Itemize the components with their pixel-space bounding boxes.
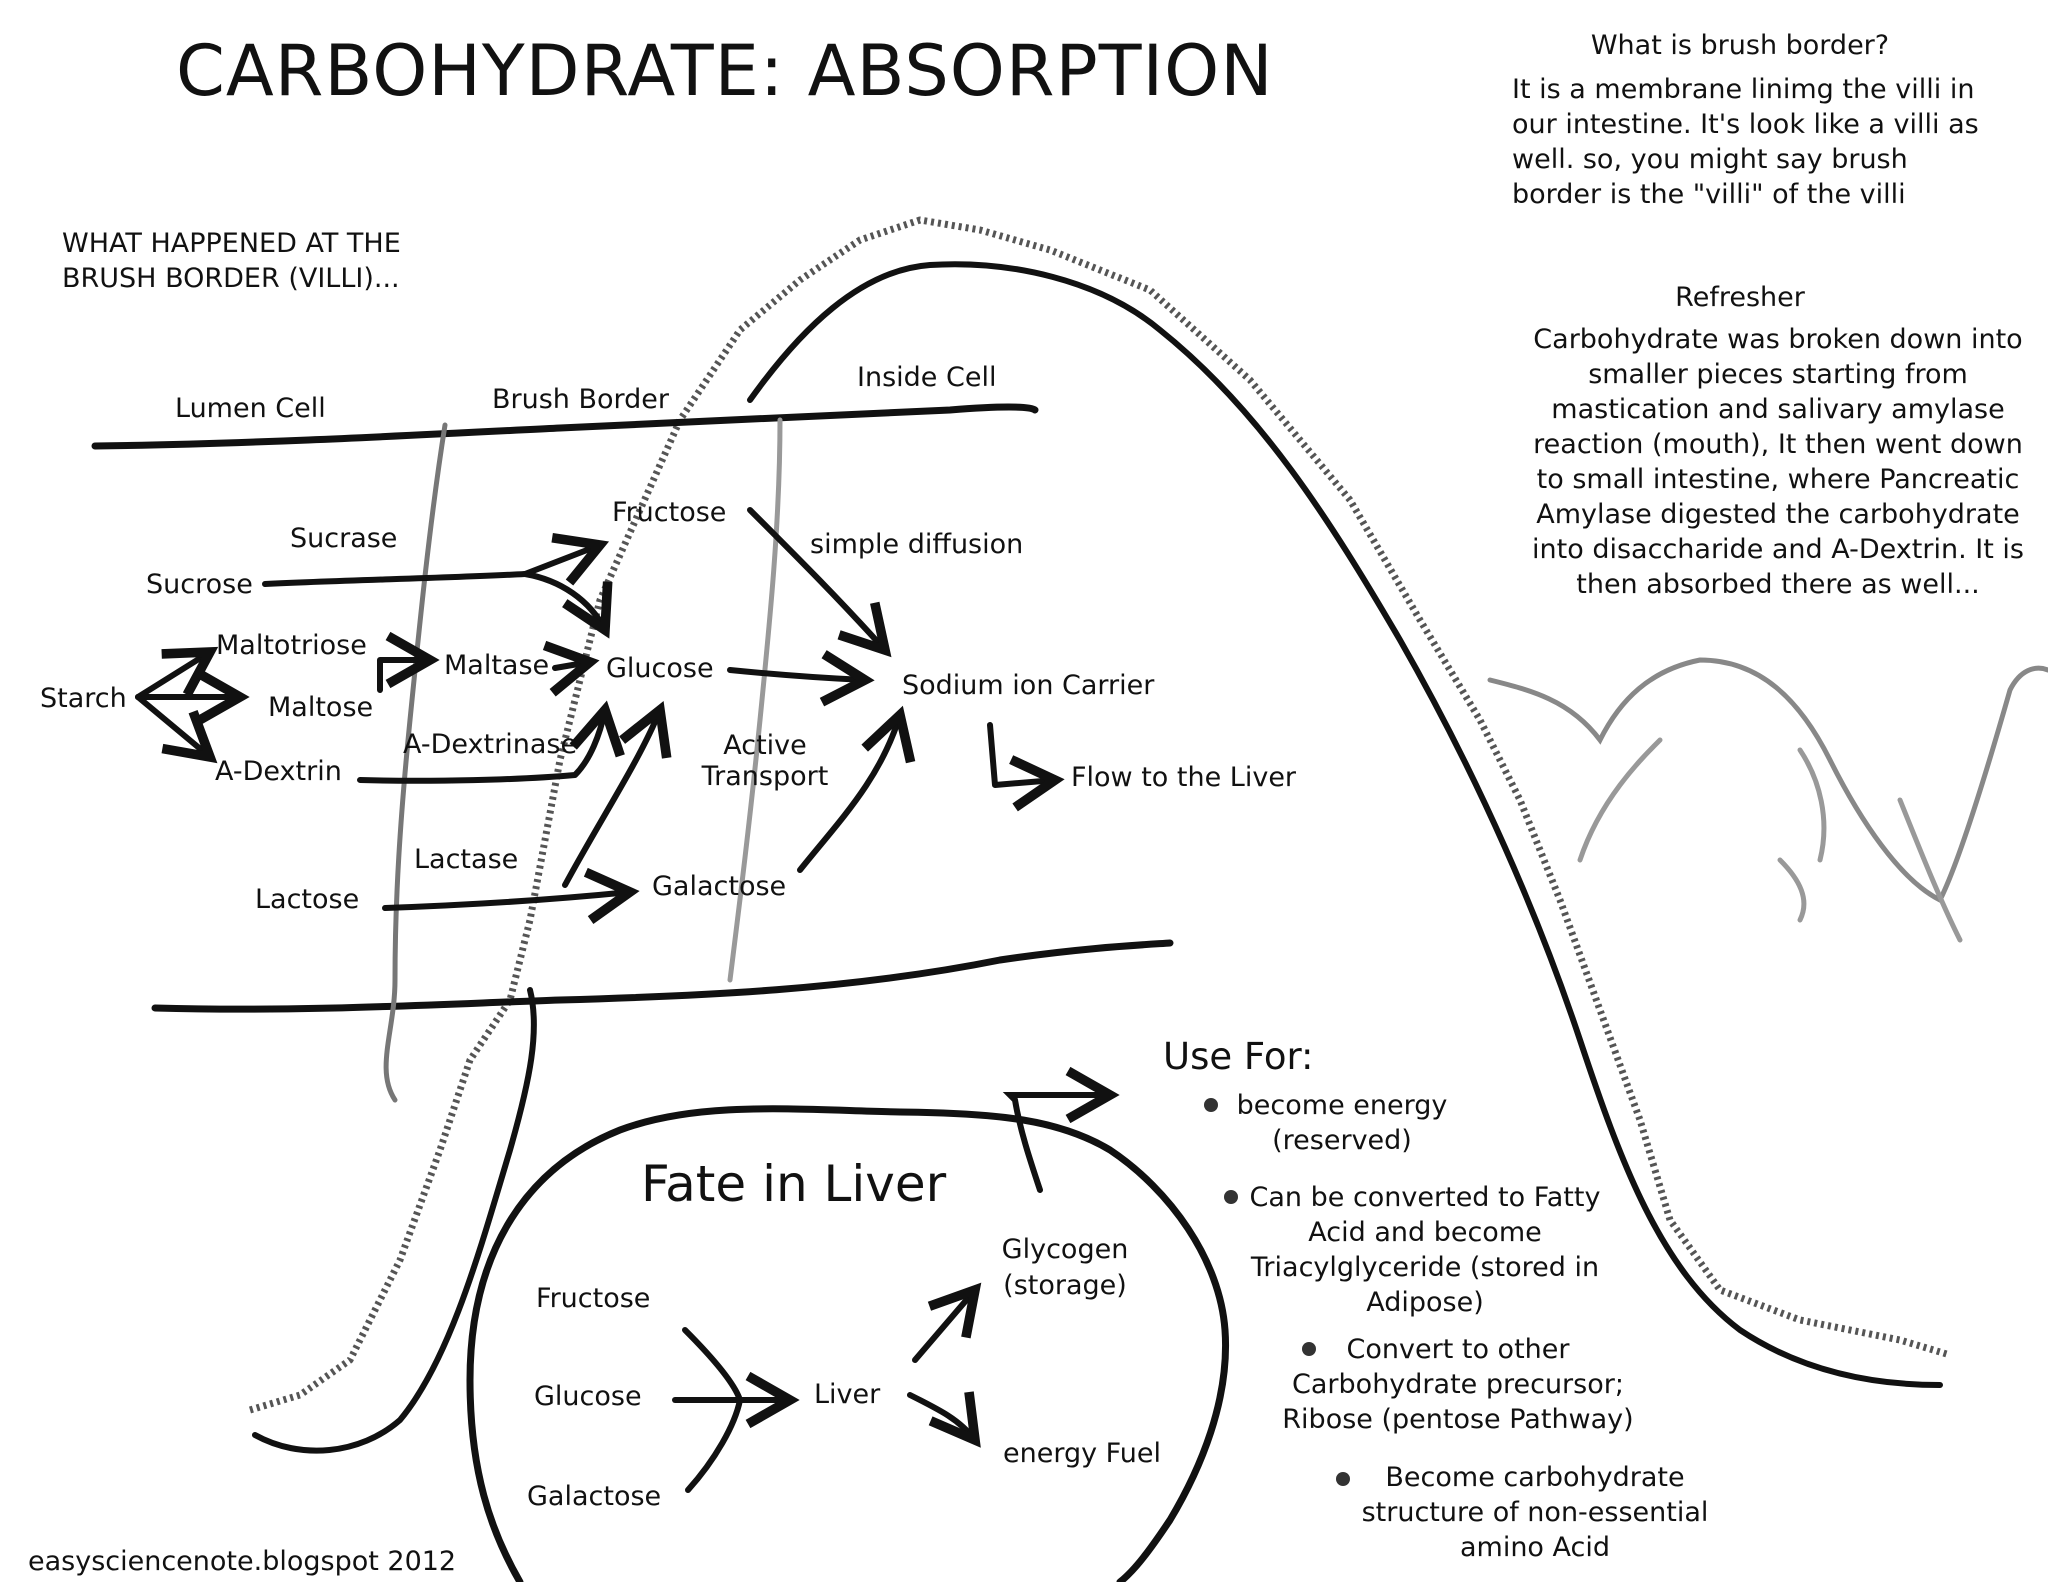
- arrow-starch-adextrin: [135, 694, 218, 764]
- arrow-starch-maltotriose: [135, 646, 219, 700]
- label-galactose: Galactose: [652, 871, 787, 902]
- faint-villi-2: [1577, 737, 1963, 943]
- label-maltase: Maltase: [444, 650, 550, 681]
- bullet-icon: [1204, 1098, 1218, 1112]
- label-lumen-cell: Lumen Cell: [175, 393, 326, 424]
- liver-outline: [466, 1105, 1230, 1582]
- liver-label-fructose: Fructose: [536, 1283, 651, 1314]
- liver-label-glycogen: Glycogen (storage): [1001, 1234, 1129, 1301]
- arrow-liver-glycogen: [912, 1282, 982, 1363]
- liver-label-galactose: Galactose: [527, 1481, 662, 1512]
- membrane-top-line: [91, 403, 1039, 450]
- arrow-lactose-galactose: [382, 867, 640, 924]
- label-simple-diffusion: simple diffusion: [810, 529, 1024, 560]
- page-title: CARBOHYDRATE: ABSORPTION: [176, 30, 1274, 112]
- label-lactose: Lactose: [255, 884, 360, 915]
- label-glucose: Glucose: [606, 653, 714, 684]
- label-lactase: Lactase: [414, 844, 519, 875]
- use-for-item-1: become energy (reserved): [1236, 1090, 1448, 1156]
- label-maltotriose: Maltotriose: [216, 630, 367, 661]
- label-active-transport: Active Transport: [701, 730, 829, 792]
- label-maltose: Maltose: [268, 692, 374, 723]
- villus-inner-arch: [747, 261, 1943, 1388]
- question-heading: What is brush border?: [1590, 30, 1890, 61]
- bullet-icon: [1302, 1342, 1316, 1356]
- label-flow-to-liver: Flow to the Liver: [1071, 762, 1297, 793]
- footer-credit: easysciencenote.blogspot 2012: [28, 1546, 457, 1577]
- label-sodium-ion-carrier: Sodium ion Carrier: [902, 670, 1155, 701]
- arrow-to-fructose: [522, 533, 610, 586]
- villus-left-lower: [330, 1040, 425, 1400]
- refresher-heading: Refresher: [1675, 282, 1805, 313]
- use-for-item-4: Become carbohydrate structure of non-ess…: [1361, 1462, 1709, 1563]
- label-brush-border: Brush Border: [492, 384, 670, 415]
- arrow-liver-energy: [907, 1391, 981, 1448]
- section-heading: WHAT HAPPENED AT THE BRUSH BORDER (VILLI…: [62, 228, 401, 294]
- arrow-lactose-glucose: [562, 701, 672, 888]
- arrow-galactose-carrier: [797, 705, 916, 873]
- label-sucrase: Sucrase: [290, 523, 398, 554]
- label-a-dextrinase: A-Dextrinase: [403, 729, 578, 760]
- liver-label-glucose: Glucose: [534, 1381, 642, 1412]
- liver-label-energy-fuel: energy Fuel: [1003, 1438, 1161, 1469]
- use-for-item-2: Can be converted to Fatty Acid and becom…: [1249, 1182, 1601, 1318]
- use-for-heading: Use For:: [1163, 1035, 1314, 1078]
- villus-wavy-edge: [248, 216, 1952, 1414]
- arrow-sucrose-split: [262, 571, 528, 587]
- liver-label-liver: Liver: [814, 1379, 881, 1410]
- membrane-bottom-line: [151, 939, 1174, 1013]
- bullet-icon: [1336, 1472, 1350, 1486]
- arrow-to-glucose-from-sucrose: [522, 571, 613, 639]
- label-fructose: Fructose: [612, 497, 727, 528]
- arrow-fructose-carrier: [747, 507, 892, 658]
- faint-villi-1: [1487, 657, 2048, 904]
- brush-border-line-left: [383, 422, 448, 1103]
- arrow-glucose-carrier: [727, 650, 875, 707]
- use-for-item-3: Convert to other Carbohydrate precursor;…: [1282, 1334, 1634, 1435]
- arrow-liver-use-for: [1002, 1066, 1120, 1193]
- brush-border-line-right: [727, 417, 783, 983]
- bullet-icon: [1224, 1190, 1238, 1204]
- absorption-arrows: [135, 507, 1065, 924]
- arrow-maltase-glucose: [542, 640, 600, 697]
- label-a-dextrin: A-Dextrin: [215, 756, 342, 787]
- liver-title: Fate in Liver: [641, 1155, 947, 1213]
- arrow-maltotriose-maltase: [380, 660, 430, 690]
- arrow-adextrin-glucose: [357, 700, 625, 784]
- refresher-text: Carbohydrate was broken down into smalle…: [1532, 324, 2024, 600]
- arrow-galactose-liver: [685, 1397, 743, 1493]
- arrow-flow-liver: [987, 722, 1065, 812]
- label-starch: Starch: [40, 683, 127, 714]
- villus-inner-edge: [252, 987, 537, 1454]
- arrow-fructose-liver: [682, 1327, 743, 1403]
- liver-arrows: [672, 1282, 982, 1493]
- label-sucrose: Sucrose: [146, 569, 253, 600]
- label-inside-cell: Inside Cell: [857, 362, 997, 393]
- question-answer: It is a membrane linimg the villi in our…: [1512, 74, 1979, 210]
